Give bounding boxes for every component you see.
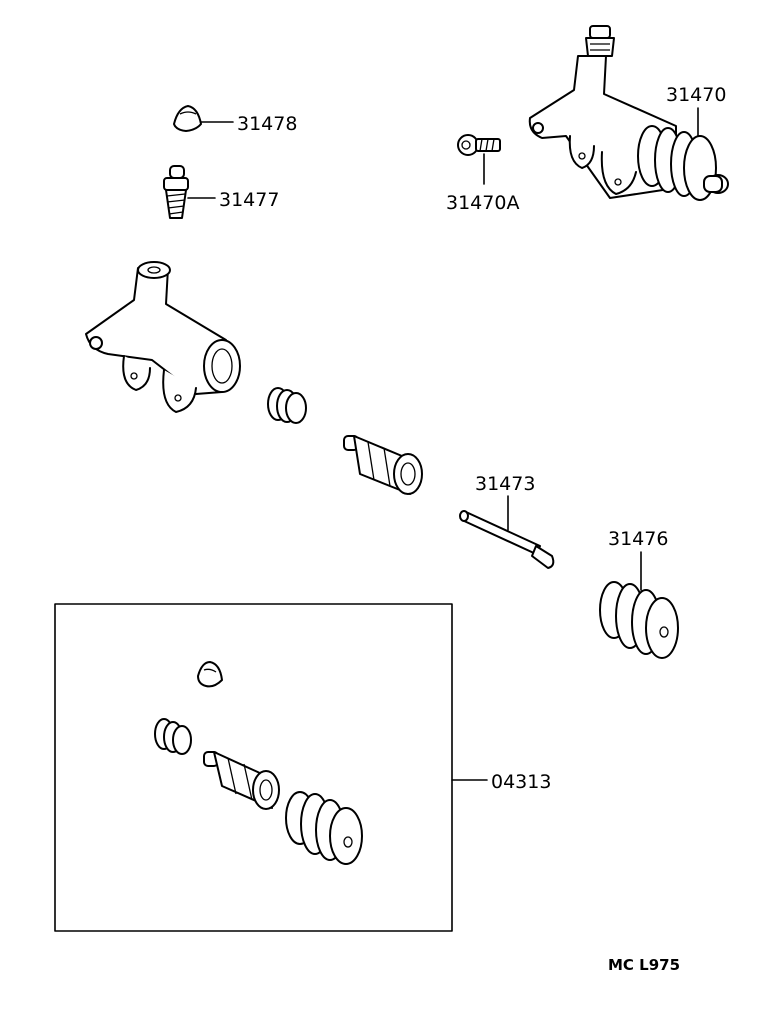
kit-boot-part [285, 791, 363, 865]
part-label-31477: 31477 [219, 189, 279, 211]
boot-part [599, 581, 679, 659]
part-label-31476: 31476 [608, 528, 668, 550]
diagram-reference-code: MC L975 [608, 956, 680, 974]
bleeder-cap-part [173, 105, 202, 132]
bleeder-plug-part [163, 165, 189, 219]
repair-kit-box [54, 603, 453, 932]
kit-bleeder-cap-part [197, 661, 223, 688]
part-label-31473: 31473 [475, 473, 535, 495]
kit-piston-cup-part [154, 718, 192, 755]
cylinder-body-part [85, 261, 241, 413]
piston-part [343, 435, 423, 495]
piston-cup-part [267, 387, 307, 424]
part-label-04313: 04313 [491, 771, 551, 793]
part-label-31470a: 31470A [446, 192, 519, 214]
kit-piston-part [203, 751, 280, 810]
push-rod-part [459, 510, 555, 569]
part-label-31470: 31470 [666, 84, 726, 106]
slave-cylinder-assembly-part [528, 25, 729, 201]
part-label-31478: 31478 [237, 113, 297, 135]
union-bolt-part [457, 134, 501, 156]
